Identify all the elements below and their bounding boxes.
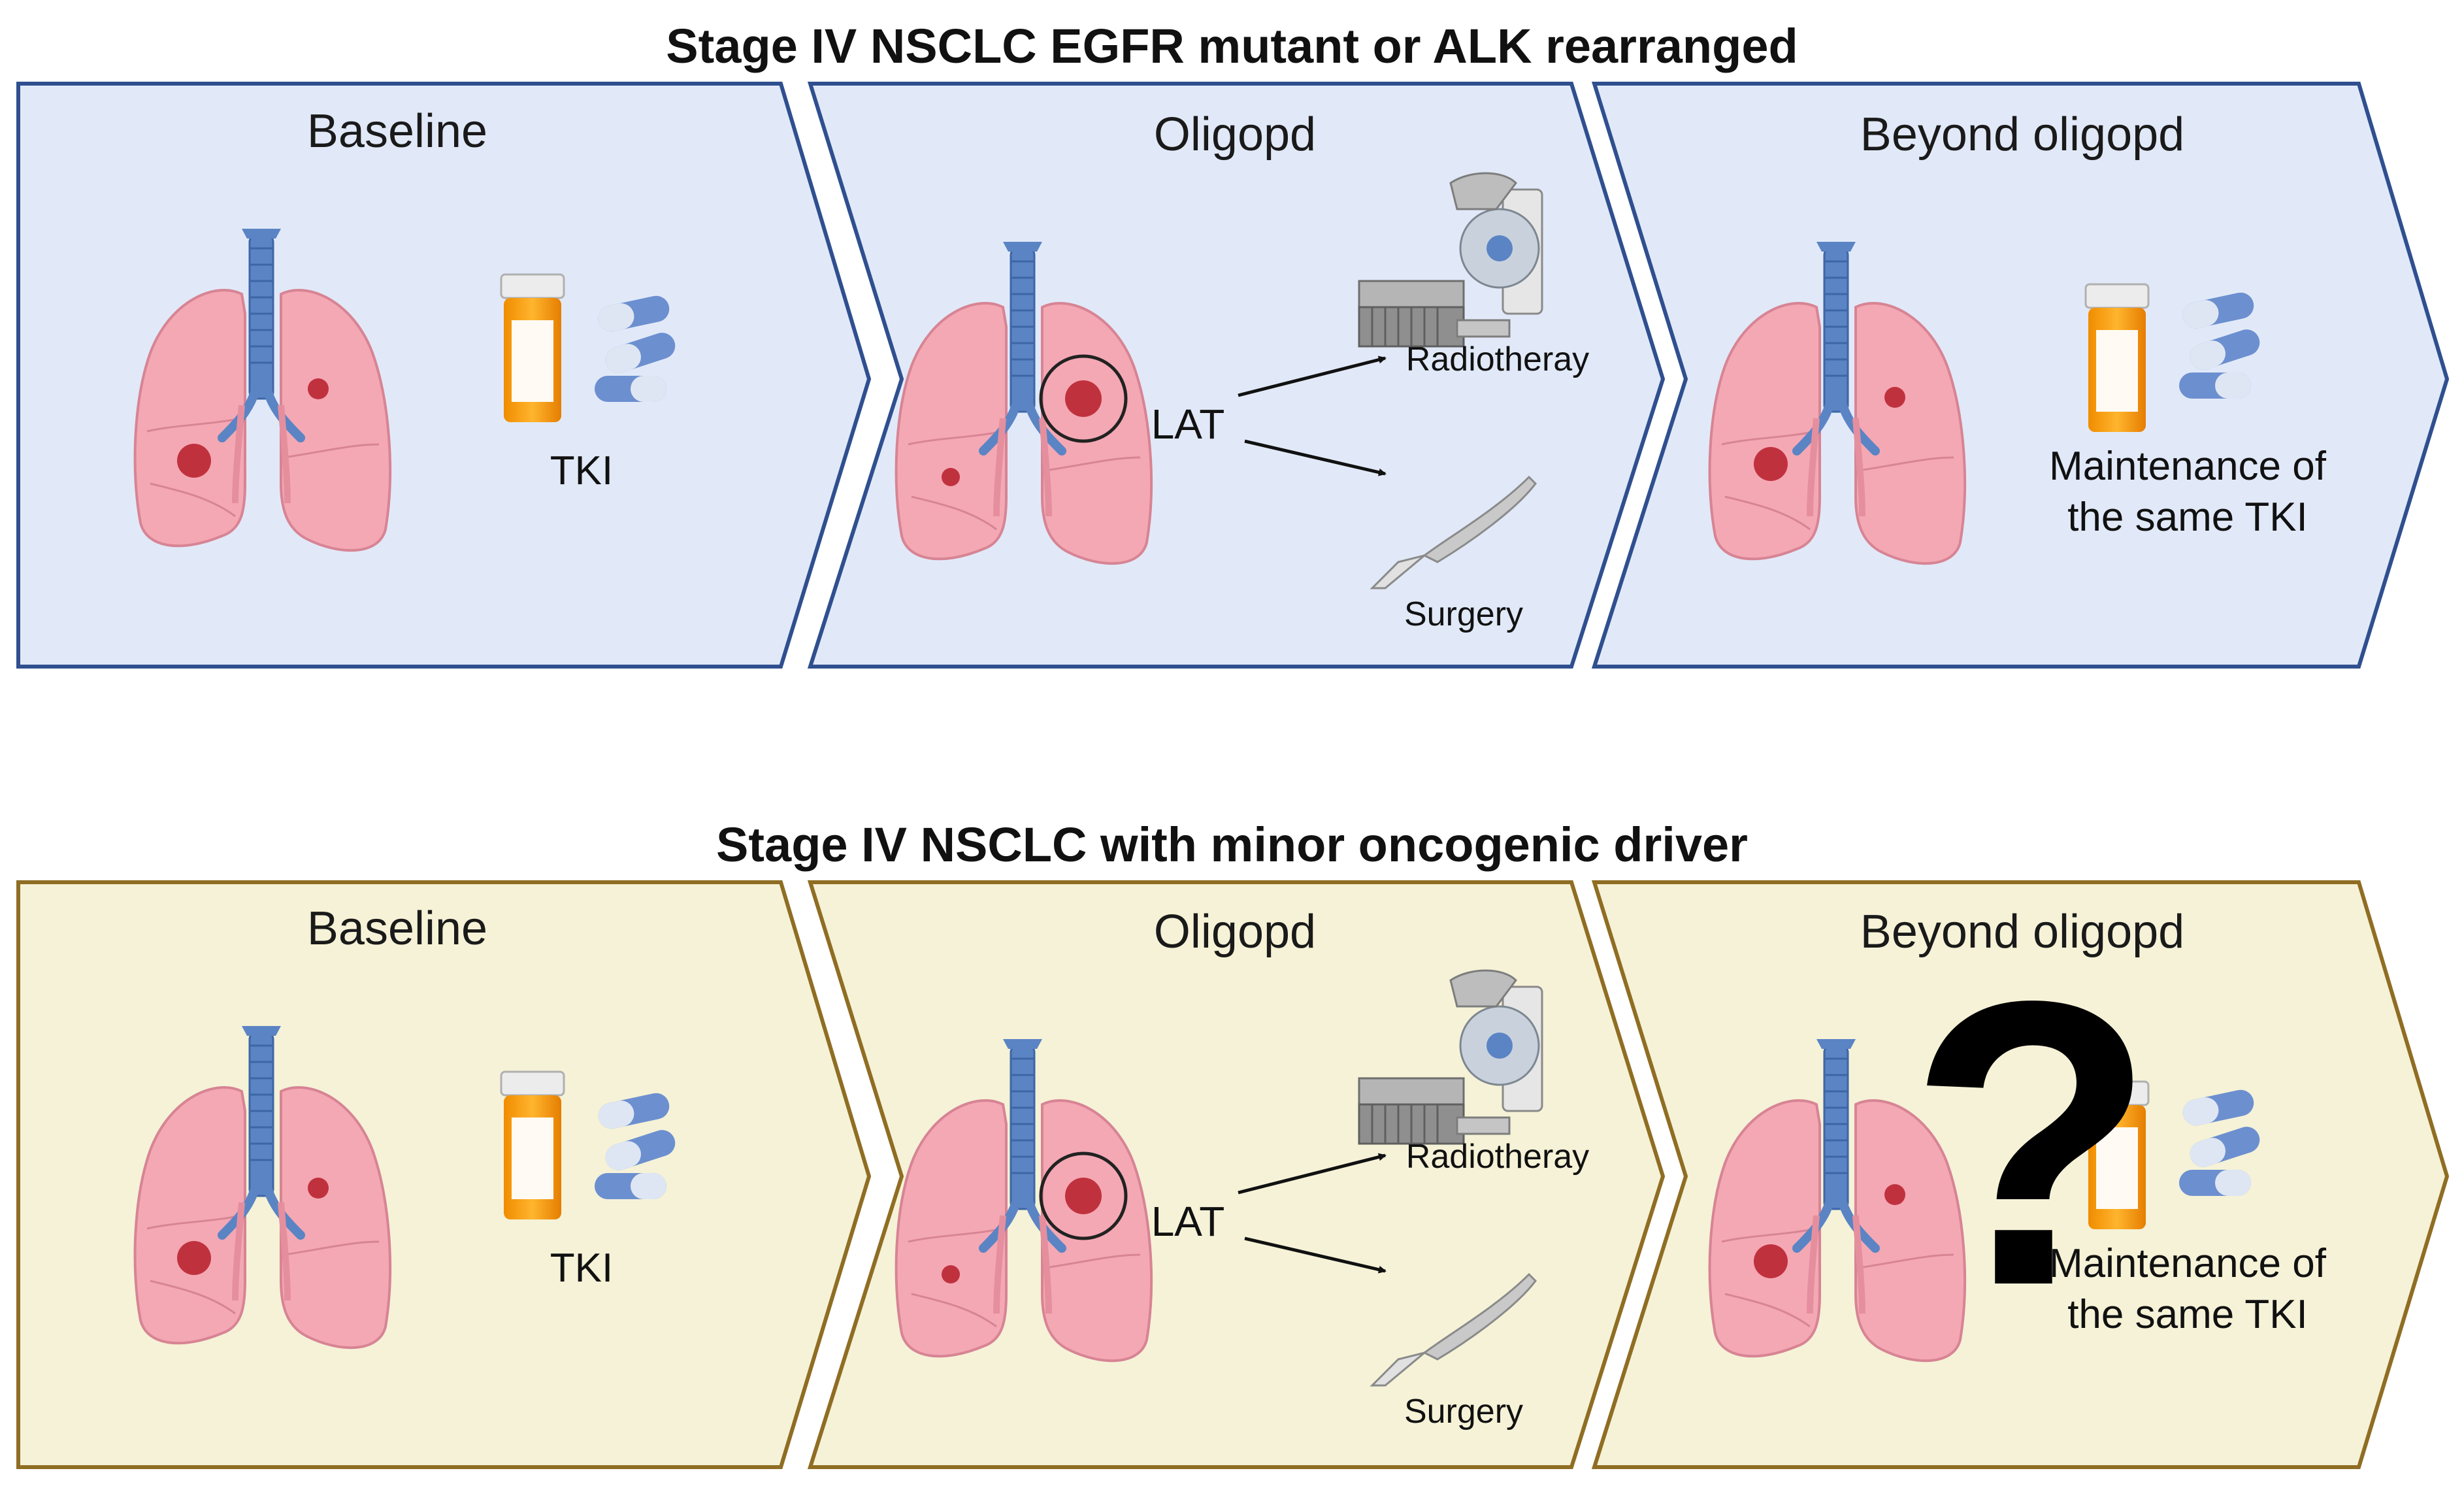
surgery-label: Surgery [1404,595,1524,633]
pill-bottle-icon [500,1070,565,1221]
tumor-nodule [1754,1244,1788,1278]
maintenance-label: Maintenance of the same TKI [2018,441,2357,543]
tumor-nodule [177,1241,211,1275]
tumor-nodule [942,468,960,486]
pill-bottle-icon [500,273,565,423]
tumor-nodule [1884,387,1905,408]
stage-label-baseline: Baseline [306,902,488,955]
stage-label-beyond-oligopd: Beyond oligopd [1860,108,2185,161]
row-1-title: Stage IV NSCLC EGFR mutant or ALK rearra… [666,19,1798,73]
tki-label: TKI [550,1246,614,1291]
lat-label: LAT [1151,401,1225,448]
arrow-to-surgery [1244,1236,1387,1274]
row-2-title: Stage IV NSCLC with minor oncogenic driv… [716,818,1748,872]
row-2 [16,880,2450,1469]
highlight-circle [1039,354,1128,443]
chevron-oligopd-row2 [807,880,1666,1469]
pill-bottle-icon [2084,283,2150,433]
chevron-oligopd-row1 [807,82,1666,669]
maintenance-line-2: the same TKI [2067,1292,2308,1337]
tki-label: TKI [550,448,614,493]
tumor-nodule [177,444,211,478]
arrow-to-radiotherapy [1238,356,1387,397]
stage-label-baseline: Baseline [306,105,488,157]
tumor-nodule [1065,1178,1102,1214]
highlight-circle [1039,1151,1128,1240]
maintenance-line-1: Maintenance of [2049,444,2326,489]
stage-label-beyond-oligopd: Beyond oligopd [1860,906,2185,958]
tumor-nodule [1884,1184,1905,1205]
radiotherapy-label: Radiotheray [1405,1138,1590,1176]
stage-label-oligopd: Oligopd [1153,906,1317,958]
tumor-nodule [308,378,329,399]
question-mark-icon: ? [1908,918,2156,1370]
maintenance-line-1: Maintenance of [2049,1241,2326,1286]
maintenance-line-2: the same TKI [2067,495,2308,540]
lat-label: LAT [1151,1198,1225,1245]
tumor-nodule [942,1265,960,1283]
row-1 [16,82,2450,669]
radiotherapy-label: Radiotheray [1405,340,1590,378]
stage-label-oligopd: Oligopd [1153,108,1317,161]
tumor-nodule [308,1178,329,1199]
arrow-to-surgery [1244,439,1387,476]
arrow-to-radiotherapy [1238,1153,1387,1195]
maintenance-label: Maintenance of the same TKI [2018,1238,2357,1340]
tumor-nodule [1065,380,1102,417]
tumor-nodule [1754,447,1788,481]
surgery-label: Surgery [1404,1393,1524,1431]
